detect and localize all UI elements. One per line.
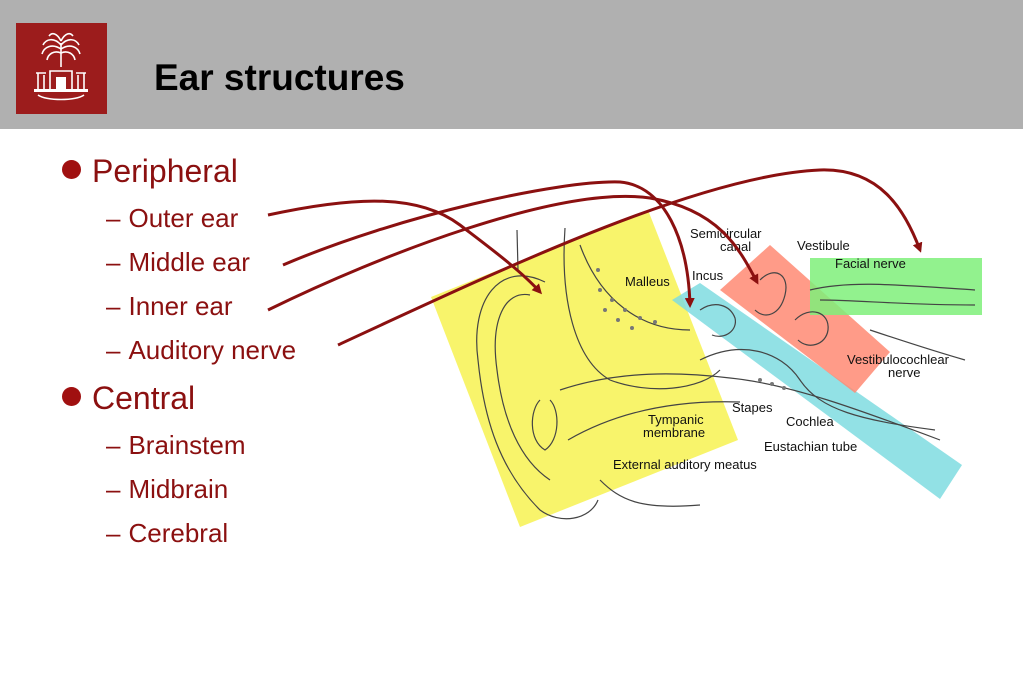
sub-bullet-inner-ear: –Inner ear (106, 291, 233, 321)
dash: – (106, 430, 121, 460)
palmetto-seal-icon (34, 32, 88, 101)
sub-bullet-middle-ear: –Middle ear (106, 247, 250, 277)
sub-bullet-outer-ear: –Outer ear (106, 203, 238, 233)
bullet-dot-icon (62, 387, 81, 406)
sub-bullet-brainstem: –Brainstem (106, 430, 246, 460)
bullet-dot-icon (62, 160, 81, 179)
dash: – (106, 203, 121, 233)
dash: – (106, 247, 121, 277)
bullet-peripheral: Peripheral (62, 153, 238, 189)
university-logo (16, 23, 107, 114)
dash: – (106, 291, 121, 321)
sub-bullet-cerebral: –Cerebral (106, 518, 228, 548)
label-stapes: Stapes (732, 400, 773, 415)
sub-bullet-label: Brainstem (128, 430, 246, 460)
sub-bullet-label: Cerebral (128, 518, 229, 548)
label-eustachian-tube: Eustachian tube (764, 439, 857, 454)
dash: – (106, 335, 121, 365)
bullet-label: Central (92, 380, 196, 416)
slide-title: Ear structures (154, 57, 405, 98)
label-semicircular-canal-2: canal (720, 239, 751, 254)
label-facial-nerve: Facial nerve (835, 256, 906, 271)
sub-bullet-label: Inner ear (128, 291, 233, 321)
bullet-label: Peripheral (92, 153, 238, 189)
bullet-central: Central (62, 380, 195, 416)
sub-bullet-midbrain: –Midbrain (106, 474, 228, 504)
label-cochlea: Cochlea (786, 414, 834, 429)
label-vestibulocochlear-nerve: Vestibulocochlear (847, 352, 950, 367)
label-vestibule: Vestibule (797, 238, 850, 253)
dash: – (106, 518, 121, 548)
sub-bullet-auditory-nerve: –Auditory nerve (106, 335, 296, 365)
label-vestibulocochlear-nerve-2: nerve (888, 365, 921, 380)
label-external-auditory-meatus: External auditory meatus (613, 457, 757, 472)
label-tympanic-membrane-2: membrane (643, 425, 705, 440)
sub-bullet-label: Middle ear (128, 247, 250, 277)
sub-bullet-label: Auditory nerve (128, 335, 297, 365)
sub-bullet-label: Outer ear (128, 203, 239, 233)
slide-header (0, 0, 1023, 129)
label-incus: Incus (692, 268, 724, 283)
label-tympanic-membrane: Tympanic (648, 412, 704, 427)
label-malleus: Malleus (625, 274, 670, 289)
sub-bullet-label: Midbrain (128, 474, 229, 504)
dash: – (106, 474, 121, 504)
